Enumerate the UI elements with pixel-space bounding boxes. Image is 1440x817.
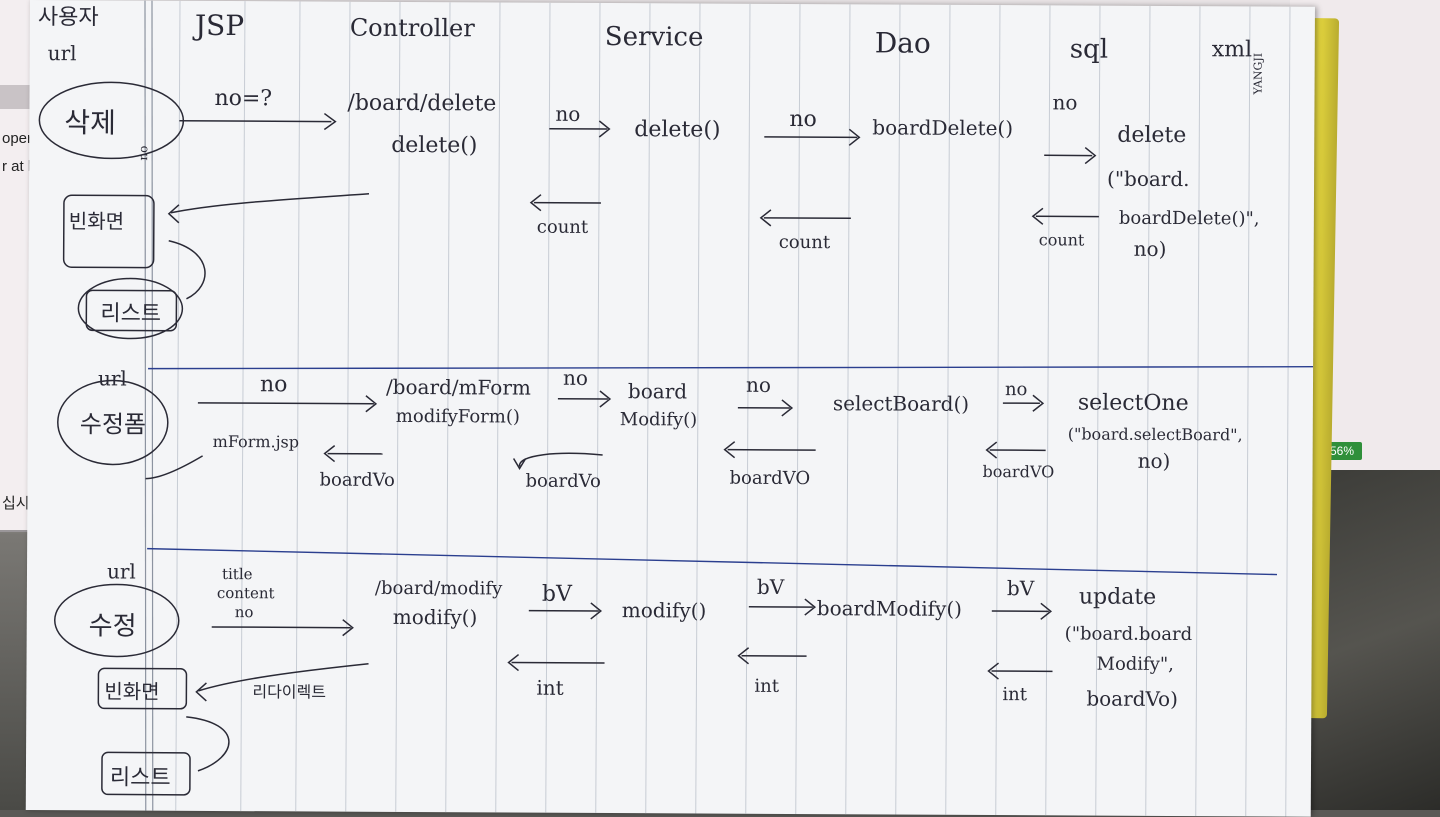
delete-return-service: count bbox=[779, 232, 831, 253]
modify-dao-method: boardModify() bbox=[817, 596, 962, 621]
modify-form-service-method-2: Modify() bbox=[620, 409, 698, 430]
delete-service-method: delete() bbox=[634, 117, 720, 142]
modify-form-return-controller: boardVo bbox=[525, 471, 601, 492]
modify-form-arg-controller: no bbox=[563, 366, 588, 390]
modify-form-dao-method: selectBoard() bbox=[833, 391, 969, 416]
modify-action-label: 수정 bbox=[89, 611, 137, 641]
modify-form-url: url bbox=[98, 366, 127, 390]
section-divider bbox=[148, 361, 1313, 375]
modify-redirect-note: 리다이렉트 bbox=[252, 682, 326, 701]
header-service: Service bbox=[605, 22, 704, 53]
modify-form-controller-method: modifyForm() bbox=[396, 406, 520, 428]
delete-sql-4: no) bbox=[1134, 237, 1167, 261]
modify-controller-method: modify() bbox=[393, 605, 478, 629]
delete-redirect-label: 빈화면 bbox=[69, 209, 124, 233]
header-sql: sql bbox=[1070, 34, 1108, 64]
modify-param-2: content bbox=[217, 584, 275, 602]
modify-return-service: int bbox=[754, 676, 779, 697]
modify-form-return-dao: boardVO bbox=[982, 462, 1054, 481]
modify-arg-dao: bV bbox=[1007, 576, 1035, 600]
modify-form-sql-2: ("board.selectBoard", bbox=[1068, 424, 1243, 444]
delete-action-label: 삭제 bbox=[64, 106, 116, 139]
header-controller: Controller bbox=[350, 14, 476, 43]
modify-form-controller-url: /board/mForm bbox=[386, 375, 531, 400]
header-xml: xml bbox=[1212, 37, 1252, 62]
delete-param: no=? bbox=[214, 86, 272, 111]
delete-action-note: no bbox=[136, 146, 150, 161]
modify-redirect-label: 빈화면 bbox=[104, 679, 159, 703]
modify-arg-service: bV bbox=[757, 575, 785, 599]
modify-form-arg-service: no bbox=[746, 373, 771, 397]
modify-url: url bbox=[107, 559, 136, 583]
modify-form-return-jsp: boardVo bbox=[319, 470, 395, 491]
delete-controller-method: delete() bbox=[391, 133, 477, 158]
modify-param-3: no bbox=[235, 603, 254, 621]
modify-return-dao: int bbox=[1002, 684, 1027, 705]
handwritten-diagram: 사용자 url JSP Controller Service Dao sql x… bbox=[26, 0, 1315, 817]
header-dao: Dao bbox=[875, 26, 931, 59]
modify-form-view: mForm.jsp bbox=[213, 432, 299, 451]
modify-return-controller: int bbox=[536, 676, 563, 700]
header-user-url: url bbox=[48, 41, 77, 65]
modify-form-param: no bbox=[260, 372, 288, 397]
header-jsp: JSP bbox=[192, 9, 244, 42]
delete-sql-1: delete bbox=[1117, 123, 1186, 148]
section-divider bbox=[147, 549, 1277, 575]
modify-form-return-service: boardVO bbox=[729, 468, 810, 489]
delete-sql-2: ("board. bbox=[1107, 167, 1190, 191]
modify-section: url 수정 title content no /board/modify mo… bbox=[54, 559, 1193, 800]
modify-form-section: url 수정폼 no /board/mForm modifyForm() no … bbox=[57, 363, 1243, 495]
screen-text: oper bbox=[2, 130, 32, 147]
modify-form-arg-dao: no bbox=[1005, 379, 1028, 400]
modify-form-service-method-1: board bbox=[628, 379, 687, 403]
brand-logo: YANGJI bbox=[1252, 53, 1265, 96]
delete-return-controller: count bbox=[537, 217, 589, 238]
modify-sql-1: update bbox=[1079, 585, 1156, 610]
delete-list-label: 리스트 bbox=[100, 301, 161, 326]
modify-service-method: modify() bbox=[622, 598, 707, 622]
notebook-page: 사용자 url JSP Controller Service Dao sql x… bbox=[26, 0, 1315, 817]
modify-list-label: 리스트 bbox=[110, 765, 171, 790]
delete-return-dao: count bbox=[1039, 230, 1085, 249]
modify-form-action-label: 수정폼 bbox=[80, 410, 146, 438]
modify-sql-4: boardVo) bbox=[1086, 687, 1178, 711]
header-user: 사용자 bbox=[38, 5, 99, 30]
delete-arg-service: no bbox=[789, 107, 817, 132]
modify-arg-controller: bV bbox=[542, 582, 573, 607]
delete-controller-url: /board/delete bbox=[347, 91, 496, 117]
modify-sql-2: ("board.board bbox=[1065, 623, 1193, 645]
delete-dao-method: boardDelete() bbox=[872, 115, 1013, 140]
modify-form-sql-1: selectOne bbox=[1078, 390, 1189, 416]
delete-sql-3: boardDelete()", bbox=[1119, 208, 1260, 230]
modify-controller-url: /board/modify bbox=[375, 578, 503, 600]
modify-sql-3: Modify", bbox=[1096, 654, 1173, 675]
delete-arg-controller: no bbox=[555, 102, 580, 126]
modify-form-sql-3: no) bbox=[1138, 449, 1171, 473]
modify-param-1: title bbox=[222, 565, 253, 583]
delete-arg-dao: no bbox=[1052, 90, 1077, 114]
